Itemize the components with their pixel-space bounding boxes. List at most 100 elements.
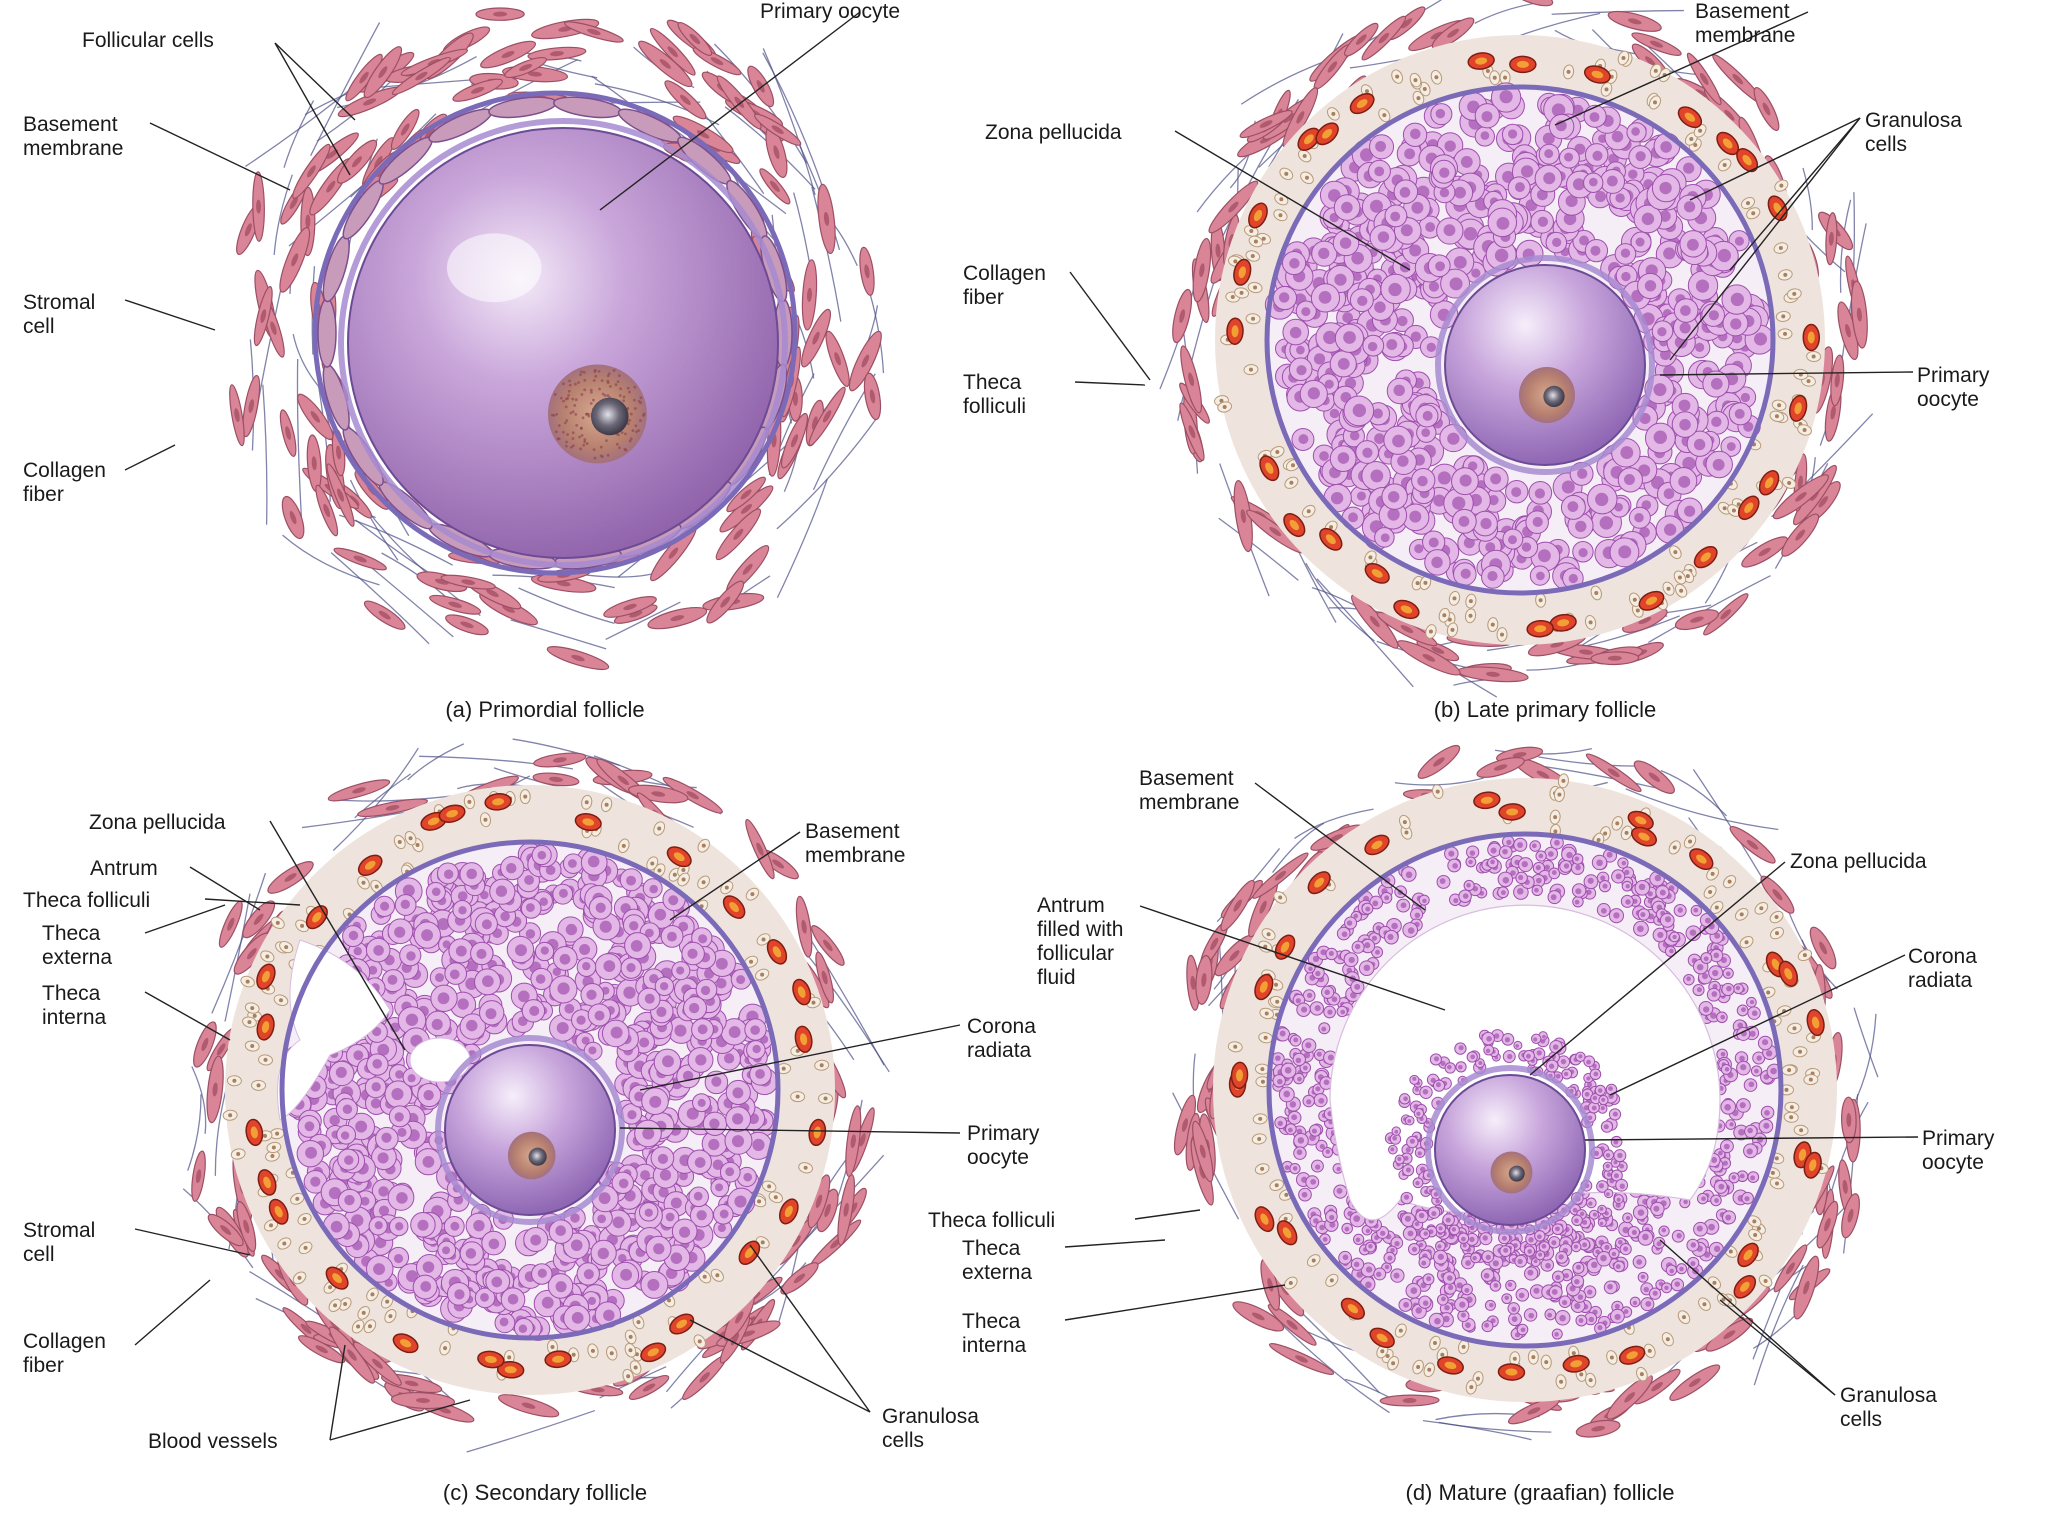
theca-cell-nucleus: [1759, 906, 1764, 911]
granulosa-nucleus: [1572, 178, 1585, 191]
granulosa-nucleus: [649, 884, 658, 894]
granulosa-nucleus: [355, 1120, 368, 1133]
theca-cell-nucleus: [1698, 128, 1703, 133]
stromal-cell-nucleus: [1720, 609, 1732, 620]
granulosa-nucleus: [597, 1214, 607, 1224]
theca-cell-nucleus: [760, 972, 765, 977]
theca-cell-nucleus: [1503, 75, 1508, 80]
stromal-cell-nucleus: [790, 434, 799, 448]
granulosa-nucleus: [555, 1225, 566, 1236]
granulosa-nucleus: [1318, 247, 1330, 260]
chromatin-dot: [629, 412, 633, 416]
chromatin-dot: [574, 413, 578, 416]
stromal-cell-nucleus: [587, 28, 601, 36]
theca-cell-nucleus: [1781, 314, 1786, 319]
theca-cell-nucleus: [1553, 815, 1558, 820]
granulosa-nucleus: [679, 1226, 691, 1238]
stromal-cell-nucleus: [740, 504, 752, 514]
theca-cell-nucleus: [1260, 1067, 1265, 1072]
theca-cell-nucleus: [1258, 1116, 1263, 1121]
granulosa-nucleus: [1292, 1166, 1298, 1171]
panel-a-primordial-follicle: [229, 7, 885, 671]
collagen-fiber: [1177, 272, 1218, 421]
chromatin-dot: [552, 414, 556, 417]
chromatin-dot: [565, 419, 569, 422]
stromal-cell-nucleus: [1699, 72, 1709, 85]
theca-cell-nucleus: [584, 800, 589, 805]
stromal-cell-nucleus: [1269, 526, 1282, 537]
stromal-cell-nucleus: [415, 71, 428, 81]
stromal-cell-nucleus: [1179, 309, 1186, 323]
granulosa-nucleus: [1387, 508, 1400, 521]
theca-cell-nucleus: [250, 1044, 255, 1049]
stromal-cell-nucleus: [1355, 34, 1367, 45]
theca-cell-nucleus: [1278, 213, 1283, 218]
theca-cell-nucleus: [1784, 1087, 1789, 1092]
stromal-cell-nucleus: [352, 156, 363, 168]
collagen-fiber: [510, 619, 607, 650]
granulosa-nucleus: [1380, 533, 1390, 543]
granulosa-nucleus: [1722, 1160, 1728, 1166]
granulosa-nucleus: [1319, 451, 1329, 461]
granulosa-nucleus: [1390, 211, 1401, 222]
granulosa-nucleus: [457, 891, 468, 901]
stromal-cell-nucleus: [374, 156, 383, 169]
zona-pellucida: [338, 118, 788, 568]
chromatin-dot: [580, 393, 584, 396]
stromal-cell-nucleus: [1188, 425, 1196, 439]
granulosa-nucleus: [1392, 434, 1405, 448]
granulosa-nucleus: [435, 973, 444, 983]
granulosa-nucleus: [1337, 357, 1350, 370]
granulosa-nucleus: [1362, 447, 1373, 458]
stromal-cell-nucleus: [289, 196, 299, 210]
theca-cell-nucleus: [626, 1374, 631, 1379]
stromal-cell-nucleus: [378, 610, 391, 620]
theca-cell-nucleus: [1588, 1378, 1593, 1383]
stromal-cell-nucleus: [1844, 323, 1851, 338]
blood-cell: [1557, 619, 1570, 627]
theca-cell-nucleus: [1544, 1360, 1549, 1365]
granulosa-nucleus: [1443, 224, 1456, 237]
granulosa-nucleus: [1410, 128, 1421, 140]
granulosa-nucleus: [620, 1268, 633, 1281]
granulosa-nucleus: [1439, 188, 1450, 198]
granulosa-nucleus: [391, 1088, 404, 1101]
chromatin-dot: [583, 388, 587, 392]
theca-cell-nucleus: [1779, 183, 1784, 188]
granulosa-nucleus: [488, 1238, 500, 1250]
granulosa-nucleus: [1720, 1051, 1726, 1057]
granulosa-nucleus: [743, 1172, 753, 1182]
chromatin-dot: [575, 423, 579, 427]
granulosa-nucleus: [387, 974, 398, 985]
theca-cell-nucleus: [650, 861, 655, 866]
theca-cell-nucleus: [1739, 912, 1744, 917]
granulosa-nucleus: [555, 1281, 567, 1293]
granulosa-nucleus: [576, 1015, 586, 1025]
granulosa-nucleus: [1365, 1228, 1371, 1234]
chromatin-dot: [567, 393, 570, 397]
theca-cell-nucleus: [1233, 1044, 1238, 1049]
follicular-cell: [317, 298, 337, 368]
granulosa-nucleus: [1606, 175, 1618, 187]
stromal-cell-nucleus: [400, 123, 410, 136]
theca-cell-nucleus: [702, 1274, 707, 1279]
granulosa-nucleus: [1460, 155, 1473, 168]
chromatin-dot: [631, 429, 635, 433]
theca-cell-nucleus: [1275, 999, 1280, 1004]
blood-cell: [1356, 99, 1368, 108]
stromal-cell-nucleus: [806, 287, 813, 302]
primary-oocyte: [435, 1035, 625, 1225]
stromal-cell-nucleus: [270, 321, 277, 335]
granulosa-nucleus: [1289, 326, 1302, 339]
granulosa-nucleus: [1375, 140, 1386, 152]
theca-cell-nucleus: [657, 826, 662, 831]
granulosa-nucleus: [1711, 416, 1722, 428]
granulosa-nucleus: [1439, 167, 1450, 178]
granulosa-nucleus: [654, 908, 667, 921]
blood-cell: [1400, 605, 1413, 614]
granulosa-nucleus: [627, 1110, 637, 1120]
theca-cell-nucleus: [282, 1241, 287, 1246]
granulosa-nucleus: [1600, 907, 1607, 914]
granulosa-nucleus: [1437, 471, 1451, 485]
theca-cell-nucleus: [1461, 1344, 1466, 1349]
